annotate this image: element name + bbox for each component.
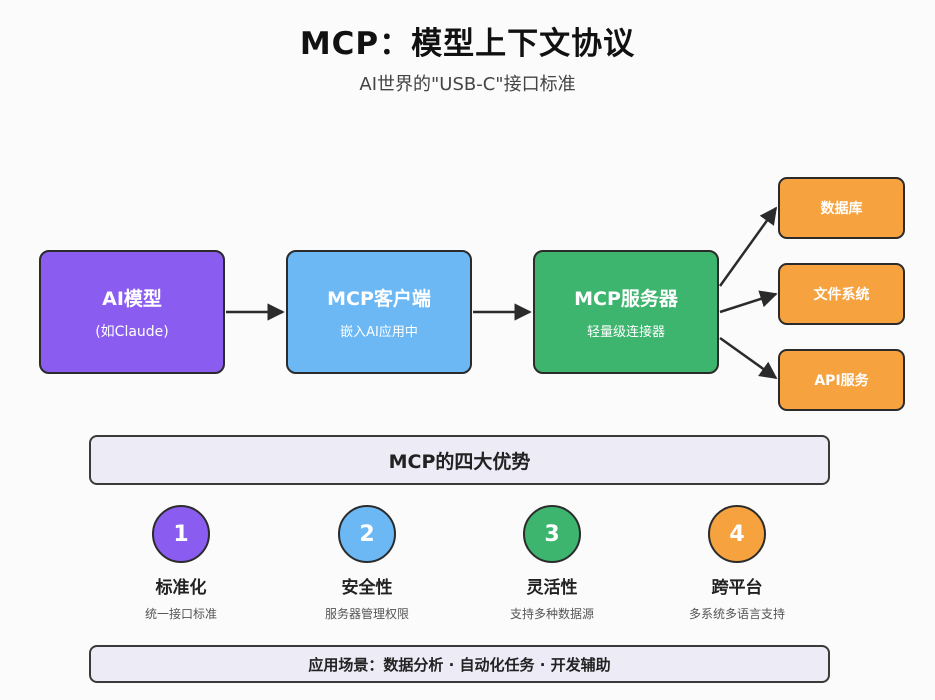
- advantage-title: 标准化: [155, 578, 207, 598]
- advantage-item: 2 安全性 服务器管理权限: [287, 505, 447, 622]
- advantage-number-badge: 1: [152, 505, 210, 563]
- advantage-number-badge: 4: [708, 505, 766, 563]
- node-mcp-client: MCP客户端 嵌入AI应用中: [286, 250, 472, 374]
- page-title: MCP：模型上下文协议: [299, 26, 636, 62]
- node-ai-model-sub: (如Claude): [95, 323, 169, 340]
- advantage-desc: 服务器管理权限: [324, 607, 409, 621]
- node-ai-model: AI模型 (如Claude): [39, 250, 225, 374]
- advantage-desc: 支持多种数据源: [509, 607, 594, 621]
- advantage-number-badge: 2: [338, 505, 396, 563]
- node-mcp-server-title: MCP服务器: [574, 288, 678, 310]
- scenarios-banner: 应用场景：数据分析 · 自动化任务 · 开发辅助: [89, 645, 830, 683]
- advantage-number-badge: 3: [523, 505, 581, 563]
- target-file-system: 文件系统: [778, 263, 905, 325]
- arrow-server-to-db: [718, 206, 778, 287]
- page-subtitle: AI世界的"USB-C"接口标准: [359, 74, 576, 95]
- advantages-heading: MCP的四大优势: [89, 435, 830, 485]
- target-database: 数据库: [778, 177, 905, 239]
- node-mcp-client-sub: 嵌入AI应用中: [340, 325, 418, 340]
- advantage-desc: 统一接口标准: [144, 607, 217, 621]
- arrow-server-to-fs: [719, 290, 778, 314]
- advantage-title: 跨平台: [711, 578, 763, 598]
- advantage-item: 1 标准化 统一接口标准: [101, 505, 261, 622]
- node-ai-model-title: AI模型: [102, 287, 162, 310]
- advantage-item: 4 跨平台 多系统多语言支持: [657, 505, 817, 622]
- target-api-service: API服务: [778, 349, 905, 411]
- node-mcp-server-sub: 轻量级连接器: [586, 325, 665, 340]
- advantage-title: 灵活性: [526, 578, 578, 598]
- advantage-item: 3 灵活性 支持多种数据源: [472, 505, 632, 622]
- node-mcp-client-title: MCP客户端: [327, 288, 431, 310]
- advantage-title: 安全性: [341, 578, 393, 598]
- node-mcp-server: MCP服务器 轻量级连接器: [533, 250, 719, 374]
- arrow-server-to-api: [719, 336, 778, 380]
- advantage-desc: 多系统多语言支持: [688, 607, 785, 621]
